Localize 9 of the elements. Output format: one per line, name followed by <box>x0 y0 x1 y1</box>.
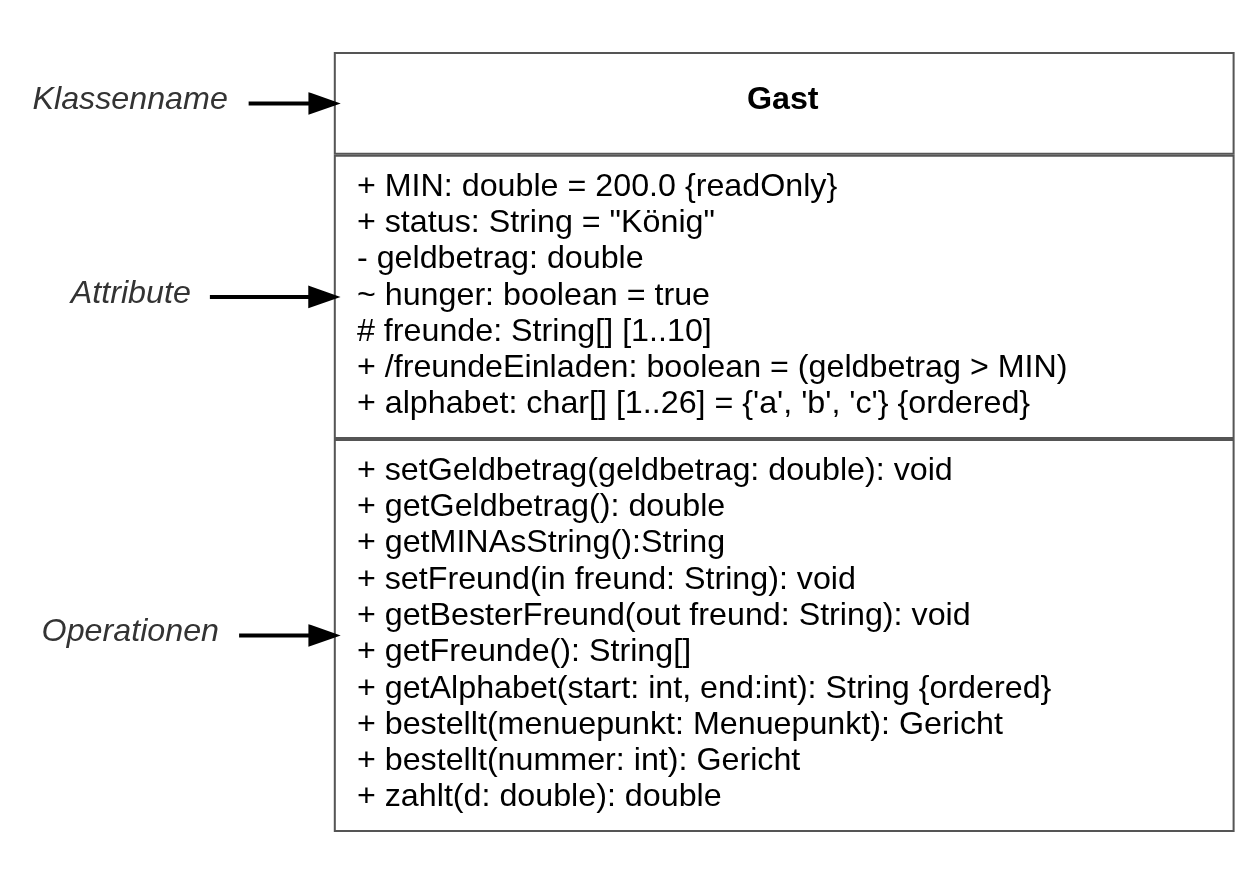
node-text: Klassenname <box>32 80 228 117</box>
arrow <box>239 624 341 647</box>
node-text: Operationen <box>41 612 220 649</box>
node-box: Gast <box>333 52 1235 155</box>
node-box: + MIN: double = 200.0 {readOnly} + status: String = "König" - geldbetrag: double ~ hunger: boolean = true # freunde: String[] [1..10] + /freundeEinladen: boolean = (geldbetrag > MIN) + alphabet: char[] [1..26] = {'a', 'b', 'c'} {ordered} <box>333 154 1235 439</box>
node-box: + setGeldbetrag(geldbetrag: double): void + getGeldbetrag(): double + getMINAsString():String + setFreund(in freund: String): void + getBesterFreund(out freund: String): void + getFreunde(): String[] + getAlphabet(start: int, end:int): String {ordered} + bestellt(menuepunkt: Menuepunkt): Gericht + bestellt(nummer: int): Gericht + zahlt(d: double): double <box>333 438 1235 832</box>
node-text: Attribute <box>70 273 191 310</box>
arrow <box>209 285 341 309</box>
arrow <box>248 92 341 115</box>
